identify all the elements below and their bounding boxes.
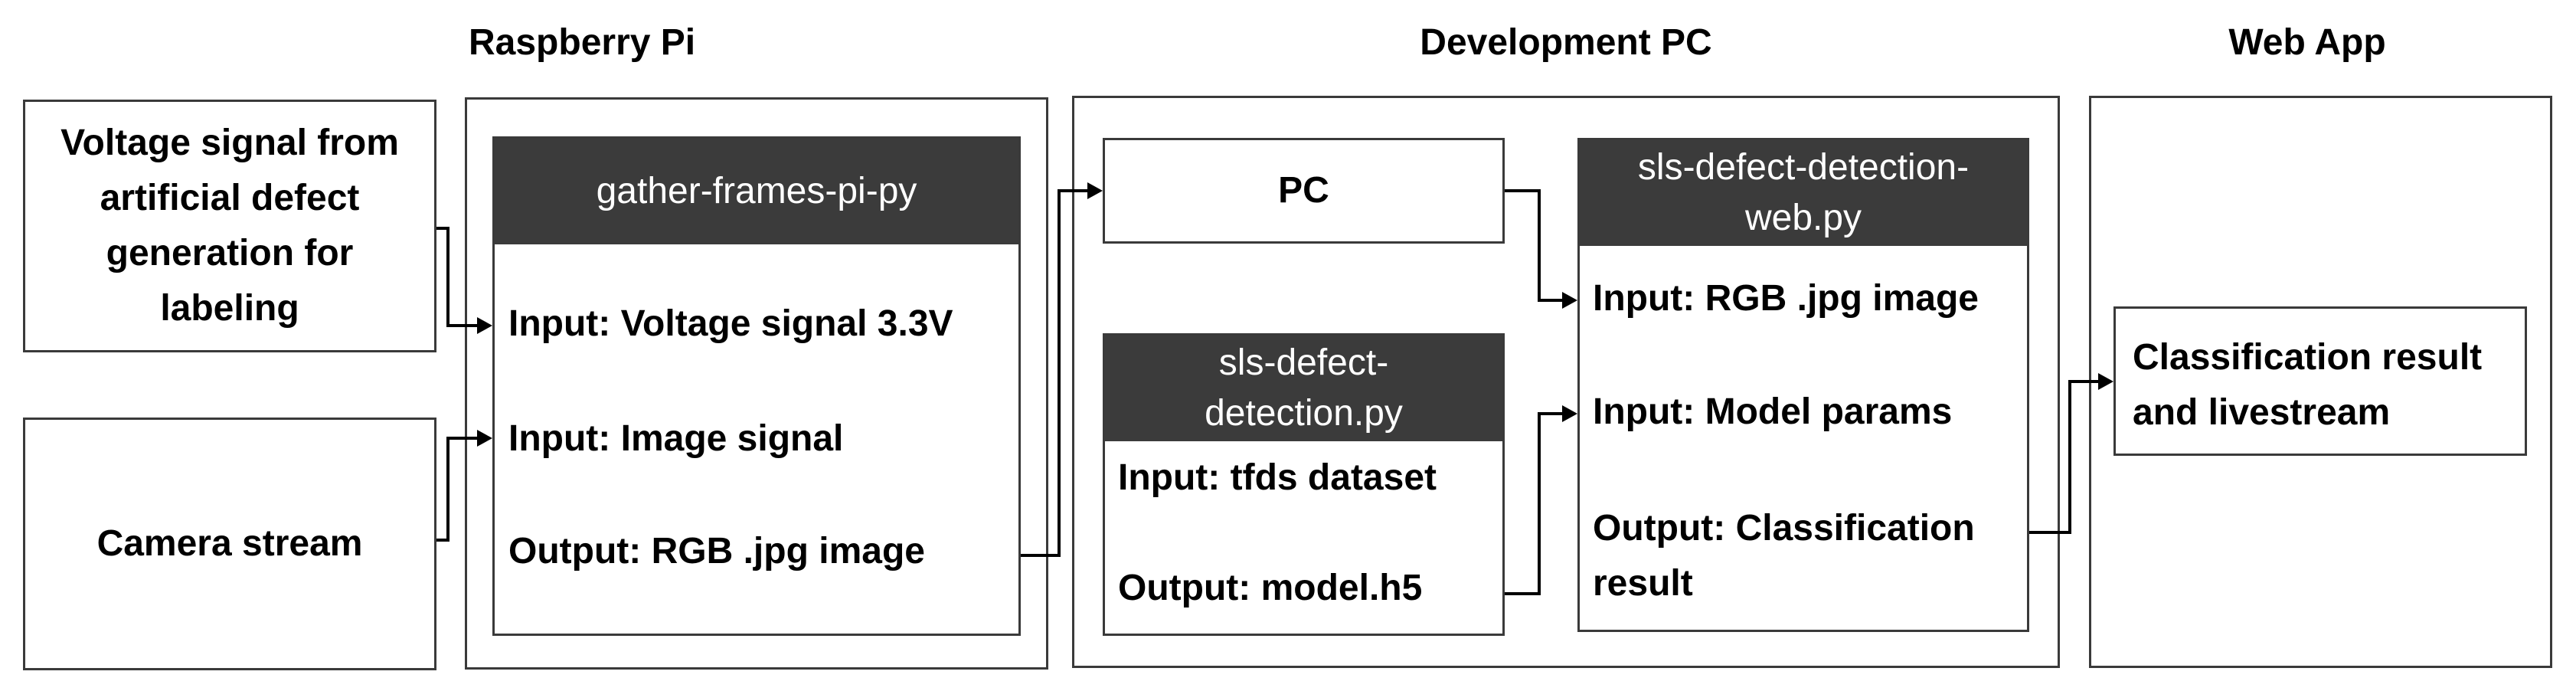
connector-voltage — [436, 227, 479, 327]
heading-web-app: Web App — [2228, 22, 2386, 63]
sls-web-input-params: Input: Model params — [1593, 391, 1953, 432]
gather-frames-title: gather-frames-pi-py — [495, 139, 1018, 244]
sls-web-input-image: Input: RGB .jpg image — [1593, 278, 1979, 319]
connector-camera — [436, 437, 479, 542]
arrowhead-gather-to-pc — [1087, 182, 1103, 199]
sls-web-title: sls-defect-detection-web.py — [1580, 140, 2027, 246]
pc-box: PC — [1103, 138, 1505, 244]
sls-detection-input: Input: tfds dataset — [1118, 457, 1437, 498]
connector-web-to-result — [2029, 380, 2100, 534]
gather-frames-output: Output: RGB .jpg image — [508, 531, 925, 571]
heading-development-pc: Development PC — [1420, 22, 1712, 63]
gather-frames-input-voltage: Input: Voltage signal 3.3V — [508, 303, 953, 344]
arrowhead-web-to-result — [2098, 373, 2113, 390]
arrowhead-pc-to-web — [1562, 292, 1577, 309]
heading-raspberry-pi: Raspberry Pi — [469, 22, 696, 63]
sls-web-output: Output: Classification result — [1593, 508, 1975, 604]
classification-result-label: Classification result and livestream — [2133, 337, 2483, 433]
camera-stream-label: Camera stream — [96, 523, 363, 564]
pc-label: PC — [1278, 170, 1329, 211]
connector-gather-to-pc — [1021, 189, 1089, 557]
sls-detection-output: Output: model.h5 — [1118, 568, 1423, 608]
connector-model-to-web — [1505, 412, 1564, 595]
classification-result-box: Classification result and livestream — [2113, 306, 2527, 456]
arrowhead-camera — [477, 430, 492, 447]
arrowhead-model-to-web — [1562, 405, 1577, 422]
connector-pc-to-web — [1505, 189, 1564, 302]
camera-stream-box: Camera stream — [23, 418, 436, 670]
voltage-signal-label: Voltage signal from artificial defect ge… — [60, 123, 399, 329]
voltage-signal-box: Voltage signal from artificial defect ge… — [23, 100, 436, 352]
arrowhead-voltage — [477, 317, 492, 334]
gather-frames-input-image: Input: Image signal — [508, 418, 844, 459]
sls-detection-title: sls-defect-detection.py — [1105, 336, 1502, 441]
